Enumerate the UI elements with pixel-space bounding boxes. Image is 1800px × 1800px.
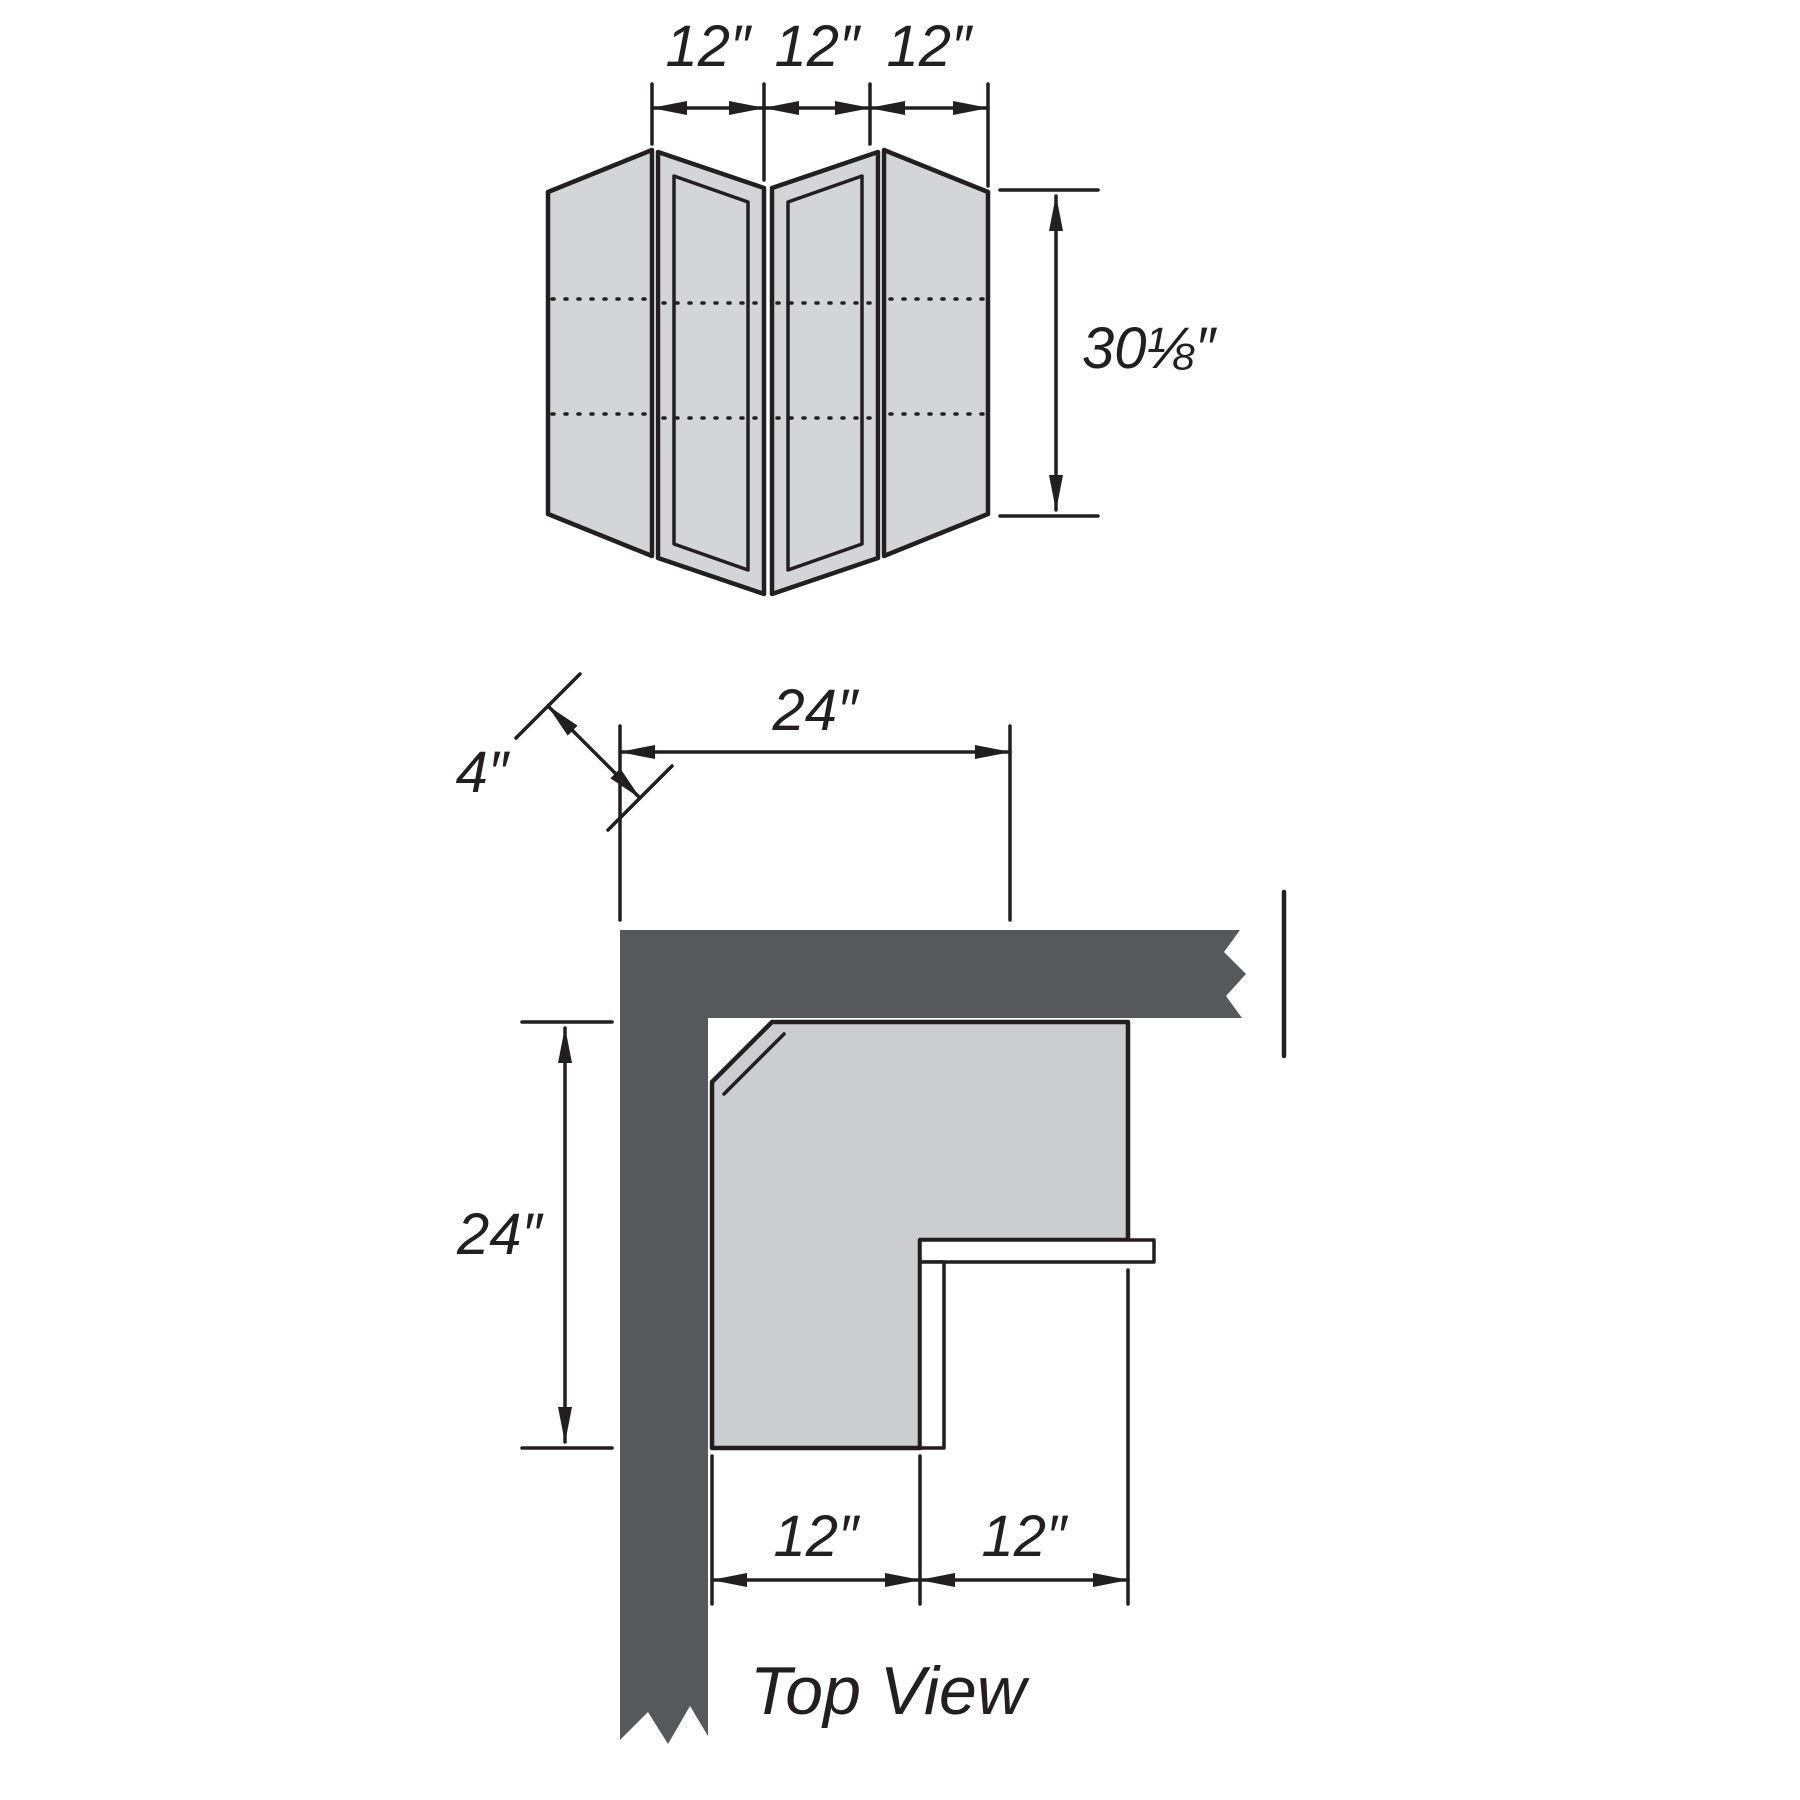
cabinet-side-panel-right [881,147,991,559]
dim-label-top-left: 12″ [665,14,753,79]
dim-label-width: 24″ [771,678,860,743]
dim-label-bottom-left: 12″ [773,1504,861,1569]
view-caption: Top View [750,1653,1030,1729]
front-view: 12″ 12″ 12″ 30⅛″ [545,14,1218,597]
dim-label-top-right: 12″ [886,14,974,79]
wall-vertical [620,930,708,1744]
top-view: 4″ 24″ 24″ 12″ 12″ Top View [456,672,1287,1744]
cabinet-door-right [769,149,881,597]
dim-label-wall-thickness: 4″ [456,740,511,805]
cabinet-chamfer-inner-line [722,1032,786,1096]
dim-label-height: 30⅛″ [1082,316,1218,381]
dim-label-bottom-right: 12″ [981,1504,1069,1569]
cabinet-front-rail [918,1238,1156,1264]
cabinet-side-rail [918,1260,946,1450]
cabinet-door-left-frame [672,174,750,572]
dim-label-top-center: 12″ [774,14,862,79]
cabinet-door-left [655,149,767,597]
dim-label-depth: 24″ [456,1202,545,1267]
wall-horizontal [620,930,1246,1018]
dimension-line-wall-thickness [546,704,642,800]
cabinet-side-panel-left [545,147,655,559]
cabinet-door-right-frame [786,174,864,572]
